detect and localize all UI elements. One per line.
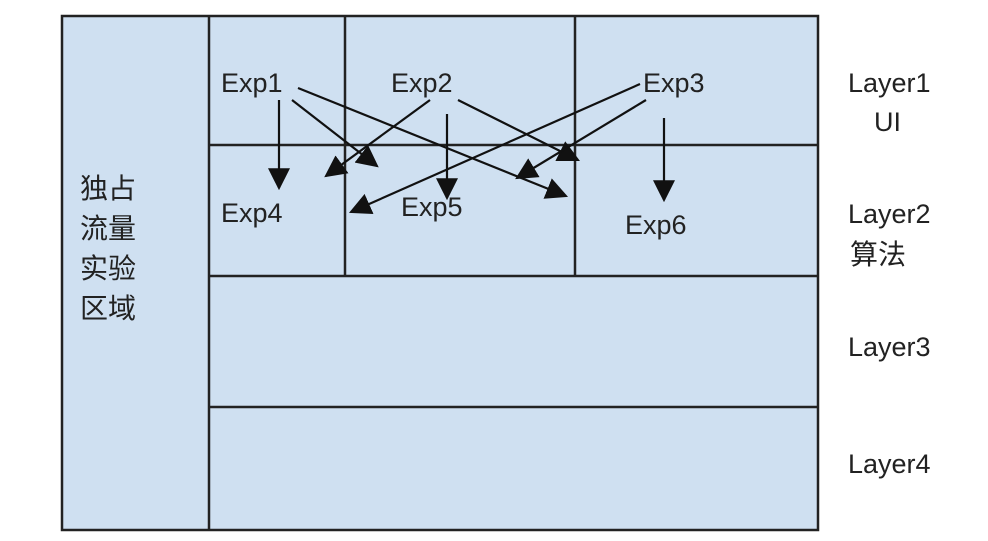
arrow-exp3-to-exp4 (348, 82, 641, 215)
exp3-label: Exp3 (643, 68, 705, 98)
exp5-label: Exp5 (401, 192, 463, 222)
exp4-label: Exp4 (221, 198, 283, 228)
layer1-label: Layer1 (848, 68, 931, 98)
layer4-label: Layer4 (848, 449, 931, 479)
exclusive-zone-label-line-2: 流量 (80, 212, 136, 245)
arrow-exp3-to-exp5 (515, 99, 647, 180)
exclusive-zone-label-line-4: 区域 (80, 292, 136, 325)
layer3-label: Layer3 (848, 332, 931, 362)
outer-frame (60, 14, 820, 532)
exclusive-zone-label-line-3: 实验 (80, 252, 136, 285)
layer2-label: Layer2 (848, 199, 931, 229)
exp2-label: Exp2 (391, 68, 453, 98)
exclusive-zone-label-line-1: 独占 (80, 172, 136, 205)
arrow-exp2-to-exp4 (324, 99, 431, 178)
arrow-exp1-to-exp5 (291, 99, 379, 168)
exp1-label: Exp1 (221, 68, 283, 98)
arrow-exp2-to-exp6 (457, 99, 580, 161)
layer1-sublabel: UI (874, 107, 901, 137)
exp6-label: Exp6 (625, 210, 687, 240)
layer2-sublabel: 算法 (850, 238, 906, 271)
